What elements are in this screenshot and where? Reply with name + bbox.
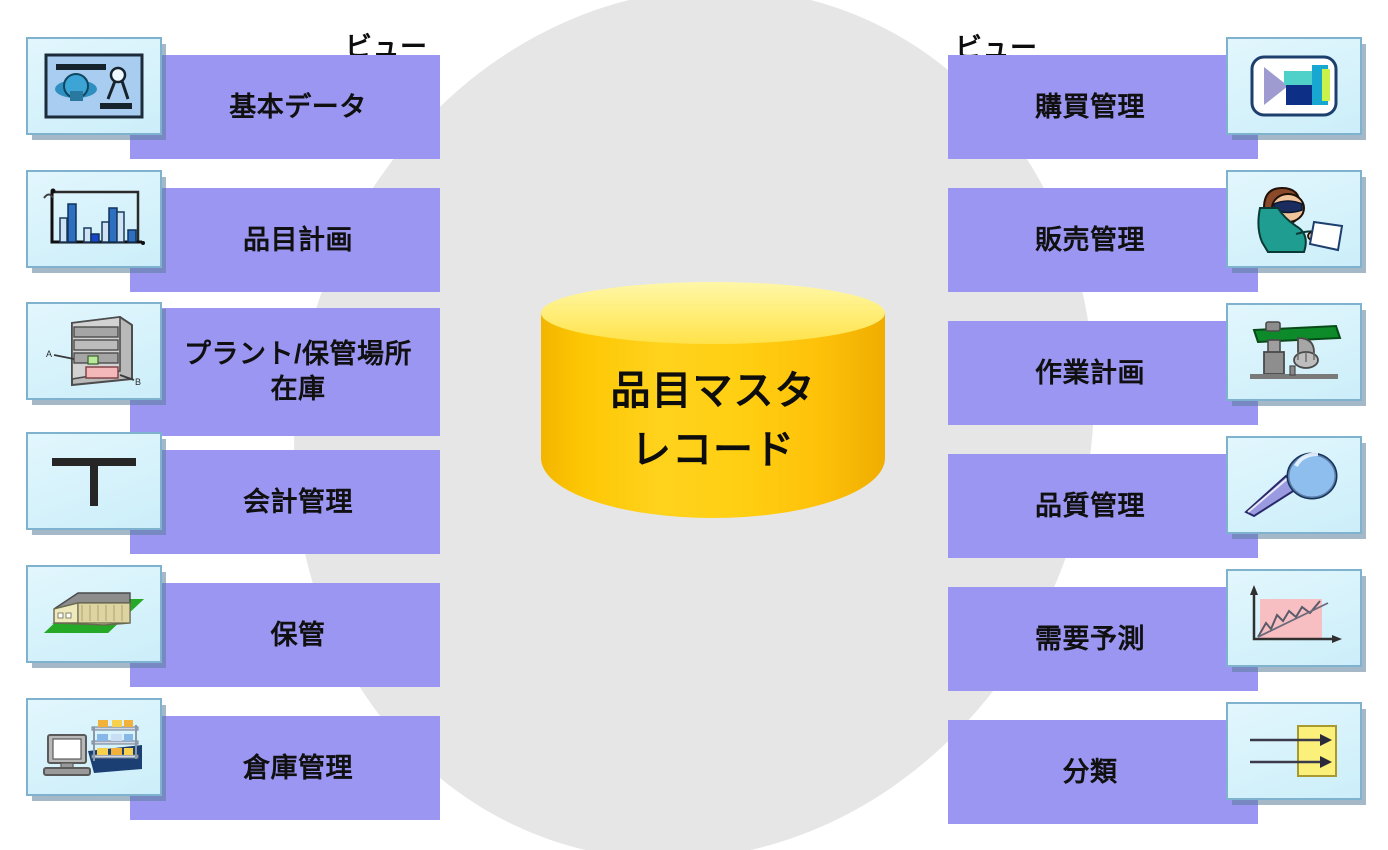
view-bar[interactable]: 基本データ: [130, 55, 440, 159]
view-row-basic-data[interactable]: 基本データ: [24, 37, 440, 159]
computer-shelving-icon: [26, 698, 162, 796]
view-bar[interactable]: 作業計画: [948, 321, 1258, 425]
t-account-icon: [26, 432, 162, 530]
cylinder-top: [541, 282, 885, 344]
view-row-warehouse-management[interactable]: 倉庫管理: [24, 698, 440, 820]
view-row-quality-management[interactable]: 品質管理: [948, 436, 1364, 558]
view-label-text: 会計管理: [243, 486, 353, 517]
view-bar[interactable]: 需要予測: [948, 587, 1258, 691]
server-rack-icon: A B: [26, 302, 162, 400]
magnifier-icon: [1226, 436, 1362, 534]
machine-press-icon: [1226, 303, 1362, 401]
view-row-work-scheduling[interactable]: 作業計画: [948, 303, 1364, 425]
view-bar[interactable]: 分類: [948, 720, 1258, 824]
view-row-purchasing[interactable]: 購買管理: [948, 37, 1364, 159]
view-label-text: 保管: [270, 619, 326, 650]
forecast-graph-icon: [1226, 569, 1362, 667]
bar-chart-icon: [26, 170, 162, 268]
view-row-accounting[interactable]: 会計管理: [24, 432, 440, 554]
view-bar[interactable]: 販売管理: [948, 188, 1258, 292]
view-row-sales[interactable]: 販売管理: [948, 170, 1364, 292]
view-label-text: プラント/保管場所 在庫: [183, 339, 412, 404]
salesperson-icon: [1226, 170, 1362, 268]
view-label-text: 作業計画: [1035, 357, 1145, 388]
view-label-text: 品目計画: [243, 224, 353, 255]
view-label-text: 分類: [1062, 756, 1118, 787]
view-label-text: 購買管理: [1035, 91, 1145, 122]
view-label-text: 基本データ: [229, 91, 367, 122]
view-bar[interactable]: プラント/保管場所 在庫: [130, 308, 440, 436]
view-label-text: 需要予測: [1035, 623, 1145, 654]
view-label-text: 品質管理: [1035, 490, 1145, 521]
view-row-forecasting[interactable]: 需要予測: [948, 569, 1364, 691]
view-row-material-planning[interactable]: 品目計画: [24, 170, 440, 292]
view-row-storage[interactable]: 保管: [24, 565, 440, 687]
view-bar[interactable]: 会計管理: [130, 450, 440, 554]
view-label-text: 倉庫管理: [243, 752, 353, 783]
view-bar[interactable]: 品質管理: [948, 454, 1258, 558]
presentation-chart-icon: [1226, 37, 1362, 135]
technical-drawing-icon: [26, 37, 162, 135]
view-row-plant-storage-stock[interactable]: プラント/保管場所 在庫 A B: [24, 302, 440, 436]
view-bar[interactable]: 保管: [130, 583, 440, 687]
view-bar[interactable]: 品目計画: [130, 188, 440, 292]
view-bar[interactable]: 倉庫管理: [130, 716, 440, 820]
view-label-text: 販売管理: [1035, 224, 1145, 255]
cylinder-label: 品目マスタ レコード: [610, 369, 816, 473]
warehouse-building-icon: [26, 565, 162, 663]
classification-arrows-icon: [1226, 702, 1362, 800]
svg-text:B: B: [135, 377, 141, 387]
svg-text:A: A: [46, 349, 52, 359]
view-row-classification[interactable]: 分類: [948, 702, 1364, 824]
material-master-record-cylinder: 品目マスタ レコード: [541, 282, 885, 548]
cylinder-body: [541, 312, 885, 518]
view-bar[interactable]: 購買管理: [948, 55, 1258, 159]
